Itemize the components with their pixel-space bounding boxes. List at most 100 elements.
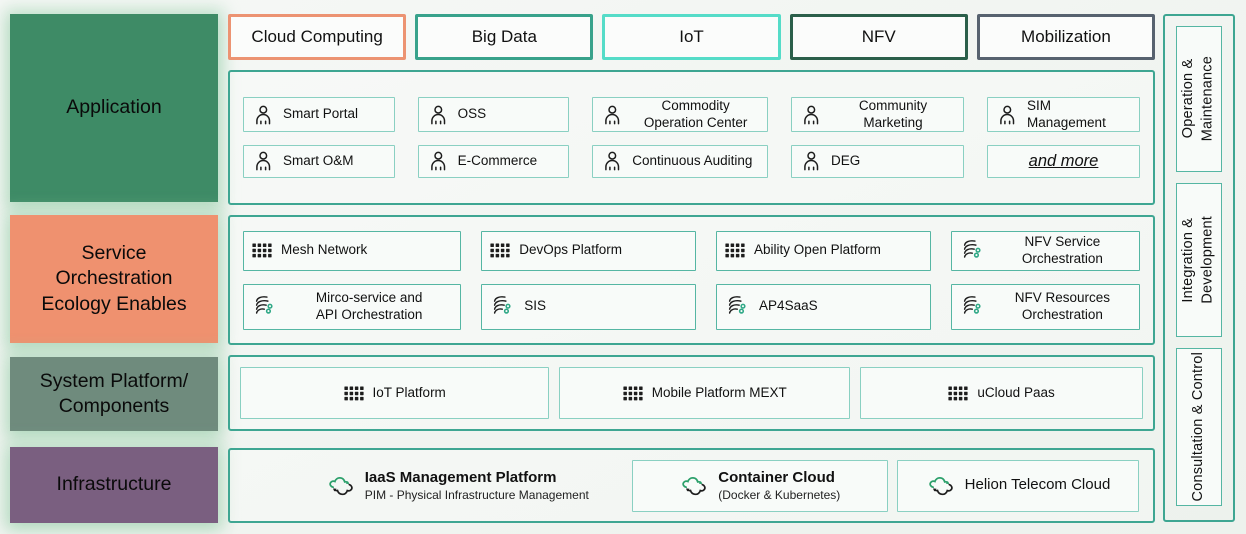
layer-infrastructure-label: Infrastructure (56, 473, 172, 496)
nfv-service-orchestration-label: NFV Service Orchestration (1021, 234, 1103, 266)
orchestration-icon (252, 294, 277, 319)
sis-label: SIS (524, 298, 546, 314)
oss-label: OSS (457, 106, 487, 122)
nfv-service-orchestration: NFV Service Orchestration (950, 230, 1140, 271)
application-section: Smart Portal OSS Commodity Operation Cen… (228, 70, 1155, 205)
cloud-cycle-icon (679, 475, 709, 497)
ap4saas: AP4SaaS (716, 283, 931, 330)
cloud-cycle-icon (326, 475, 356, 497)
service-orchestration-row-2: Mirco-service and API Orchestration SIS … (243, 283, 1140, 330)
grid-icon (252, 243, 272, 258)
sim-management-label: SIM Management (1027, 98, 1106, 130)
service-rail: Operation & Maintenance Integration & De… (1163, 14, 1235, 522)
cloud-cycle-icon (926, 475, 956, 497)
orchestration-icon (960, 294, 985, 319)
layer-system-platform: System Platform/ Components (10, 357, 218, 431)
smart-om-label: Smart O&M (283, 153, 354, 169)
grid-icon (948, 385, 968, 401)
grid-icon (490, 243, 510, 258)
main-content-column: Cloud Computing Big Data IoT NFV Mobiliz… (228, 14, 1156, 523)
smart-portal-label: Smart Portal (283, 106, 359, 122)
grid-icon (725, 243, 745, 258)
sis: SIS (481, 283, 697, 330)
layer-service-orchestration: Service Orchestration Ecology Enables (10, 215, 218, 343)
person-icon (252, 104, 274, 126)
layer-labels-column: Application Service Orchestration Ecolog… (10, 14, 218, 523)
rail-consultation-control: Consultation & Control (1176, 348, 1222, 506)
nfv-resources-orchestration: NFV Resources Orchestration (950, 283, 1140, 330)
ucloud-paas-label: uCloud Paas (977, 384, 1055, 400)
tag-iot-label: IoT (679, 27, 704, 46)
layer-infrastructure: Infrastructure (10, 447, 218, 523)
container-cloud-subtitle: (Docker & Kubernetes) (718, 487, 841, 502)
container-cloud: Container Cloud(Docker & Kubernetes) (631, 459, 888, 512)
tag-nfv: NFV (789, 14, 968, 60)
container-cloud-title: Container Cloud (718, 468, 835, 486)
layer-application-label: Application (66, 96, 162, 119)
and-more-label: and more (1028, 152, 1099, 171)
person-icon (427, 104, 449, 126)
orchestration-icon (725, 294, 750, 319)
rail-operation-maintenance-label: Operation & Maintenance (1180, 56, 1216, 142)
person-icon (427, 150, 449, 172)
person-icon (800, 104, 822, 126)
and-more: and more (987, 144, 1140, 178)
e-commerce-label: E-Commerce (457, 153, 538, 169)
person-icon (601, 150, 623, 172)
iaas-management-platform-subtitle: PIM - Physical Infrastructure Management (364, 487, 589, 502)
rail-operation-maintenance: Operation & Maintenance (1176, 26, 1222, 172)
continuous-auditing: Continuous Auditing (592, 144, 768, 178)
sim-management: SIM Management (987, 97, 1140, 132)
devops-platform: DevOps Platform (481, 230, 697, 271)
tag-big-data-label: Big Data (471, 27, 537, 46)
devops-platform-label: DevOps Platform (519, 242, 623, 258)
ap4saas-label: AP4SaaS (759, 298, 818, 314)
tag-cloud-computing: Cloud Computing (228, 14, 407, 60)
person-icon (601, 104, 623, 126)
mirco-service-api-orchestration: Mirco-service and API Orchestration (243, 283, 462, 330)
layer-system-platform-label: System Platform/ Components (39, 369, 189, 417)
nfv-resources-orchestration-label: NFV Resources Orchestration (1014, 290, 1111, 322)
tag-big-data: Big Data (415, 14, 594, 60)
rail-integration-development: Integration & Development (1176, 183, 1222, 337)
smart-om: Smart O&M (243, 144, 395, 178)
orchestration-icon (490, 294, 515, 319)
iot-platform: IoT Platform (240, 367, 550, 419)
container-cloud-text: Container Cloud(Docker & Kubernetes) (718, 469, 840, 502)
smart-portal: Smart Portal (243, 97, 395, 132)
community-marketing: Community Marketing (790, 97, 965, 132)
continuous-auditing-label: Continuous Auditing (632, 153, 753, 169)
community-marketing-label: Community Marketing (858, 98, 928, 130)
oss: OSS (417, 97, 570, 132)
tag-iot: IoT (602, 14, 781, 60)
person-icon (800, 150, 822, 172)
person-icon (252, 150, 274, 172)
iaas-management-platform-title: IaaS Management Platform (364, 468, 557, 486)
layer-service-orchestration-label: Service Orchestration Ecology Enables (41, 241, 187, 315)
rail-consultation-control-label: Consultation & Control (1190, 352, 1207, 502)
layer-application: Application (10, 14, 218, 202)
mesh-network-label: Mesh Network (281, 242, 368, 258)
technology-tag-row: Cloud Computing Big Data IoT NFV Mobiliz… (228, 14, 1156, 60)
person-icon (996, 104, 1018, 126)
mirco-service-api-orchestration-label: Mirco-service and API Orchestration (315, 290, 423, 322)
e-commerce: E-Commerce (417, 144, 570, 178)
mesh-network: Mesh Network (243, 230, 462, 271)
grid-icon (343, 385, 364, 401)
tag-mobilization: Mobilization (976, 14, 1156, 60)
application-row-2: Smart O&M E-Commerce Continuous Auditing… (243, 144, 1140, 178)
tag-cloud-computing-label: Cloud Computing (251, 27, 383, 46)
ucloud-paas: uCloud Paas (860, 367, 1143, 419)
iot-platform-label: IoT Platform (372, 384, 446, 400)
deg: DEG (790, 144, 965, 178)
deg-label: DEG (830, 153, 861, 169)
